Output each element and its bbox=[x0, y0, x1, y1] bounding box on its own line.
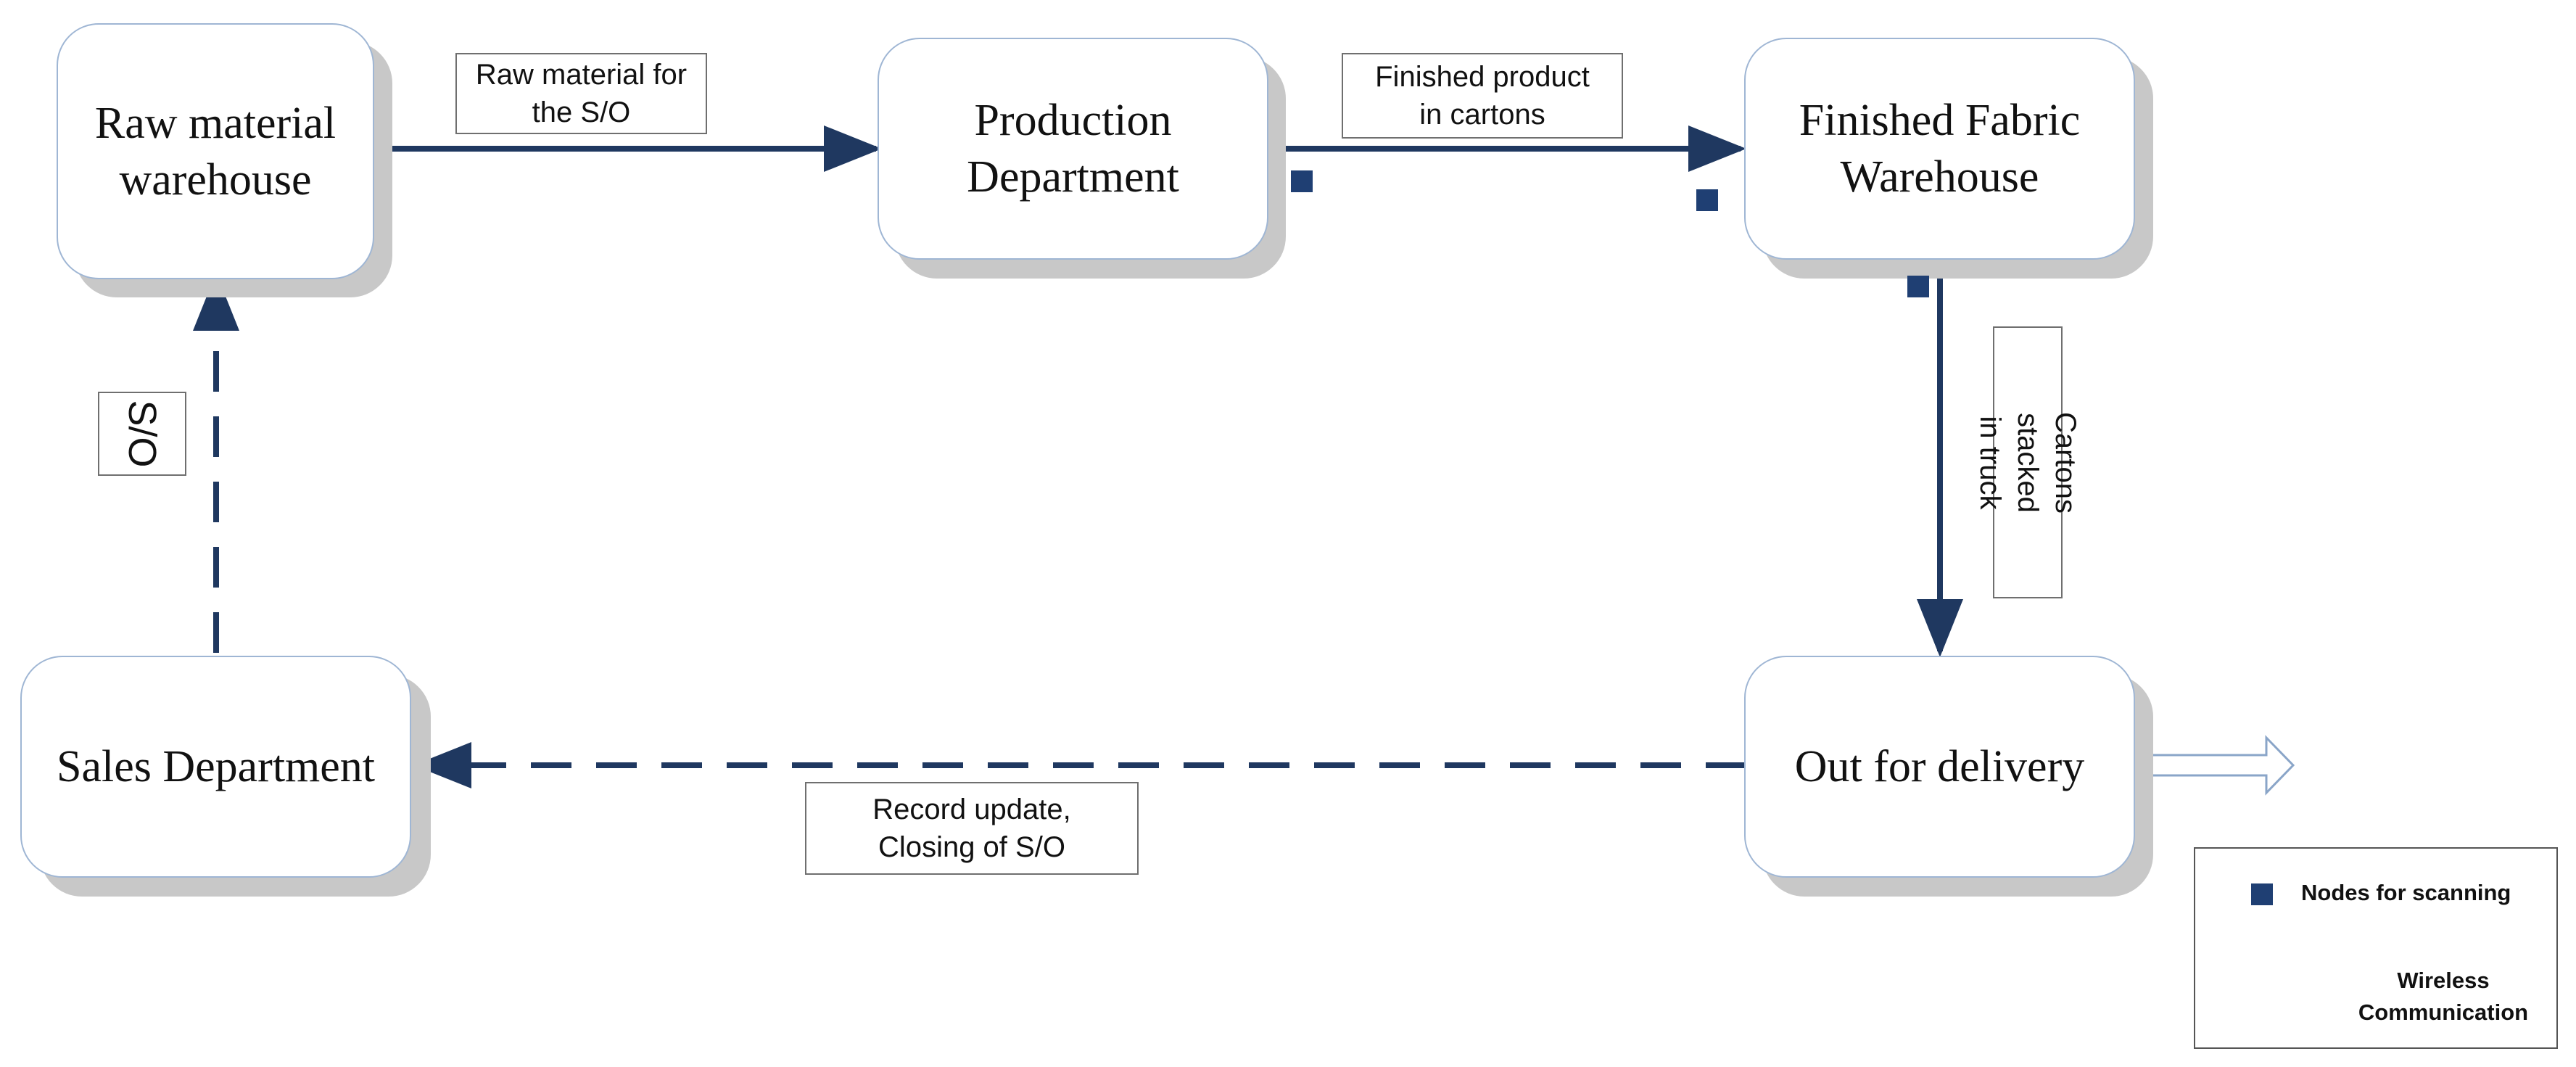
legend-scan-nodes-label: Nodes for scanning bbox=[2301, 880, 2511, 905]
legend-scan-node-icon bbox=[2251, 883, 2273, 905]
production-department-node: Production Department bbox=[878, 38, 1268, 260]
finished-fabric-warehouse-node: Finished Fabric Warehouse bbox=[1744, 38, 2135, 260]
sales-department-node: Sales Department bbox=[20, 656, 411, 878]
label-finished-to-delivery: Cartons stacked in truck bbox=[1974, 326, 2081, 598]
label-sales-to-raw: S/O bbox=[98, 392, 186, 476]
label-delivery-to-sales: Record update, Closing of S/O bbox=[805, 782, 1139, 875]
legend: Nodes for scanning Wireless Communicatio… bbox=[2194, 847, 2558, 1049]
label-finished-to-delivery-text: Cartons stacked in truck bbox=[1974, 411, 2081, 514]
scan-node-production-exit bbox=[1291, 170, 1313, 192]
label-raw-to-production: Raw material for the S/O bbox=[455, 53, 707, 134]
legend-wireless-label: Wireless Communication bbox=[2358, 968, 2529, 1025]
label-production-to-finished: Finished product in cartons bbox=[1342, 53, 1623, 139]
output-arrow-icon bbox=[2134, 735, 2295, 796]
out-for-delivery-node: Out for delivery bbox=[1744, 656, 2135, 878]
scan-node-finished-exit bbox=[1907, 276, 1929, 297]
label-sales-to-raw-text: S/O bbox=[120, 400, 164, 468]
scan-node-finished-entry bbox=[1696, 189, 1718, 211]
raw-material-warehouse-node: Raw material warehouse bbox=[57, 23, 374, 279]
